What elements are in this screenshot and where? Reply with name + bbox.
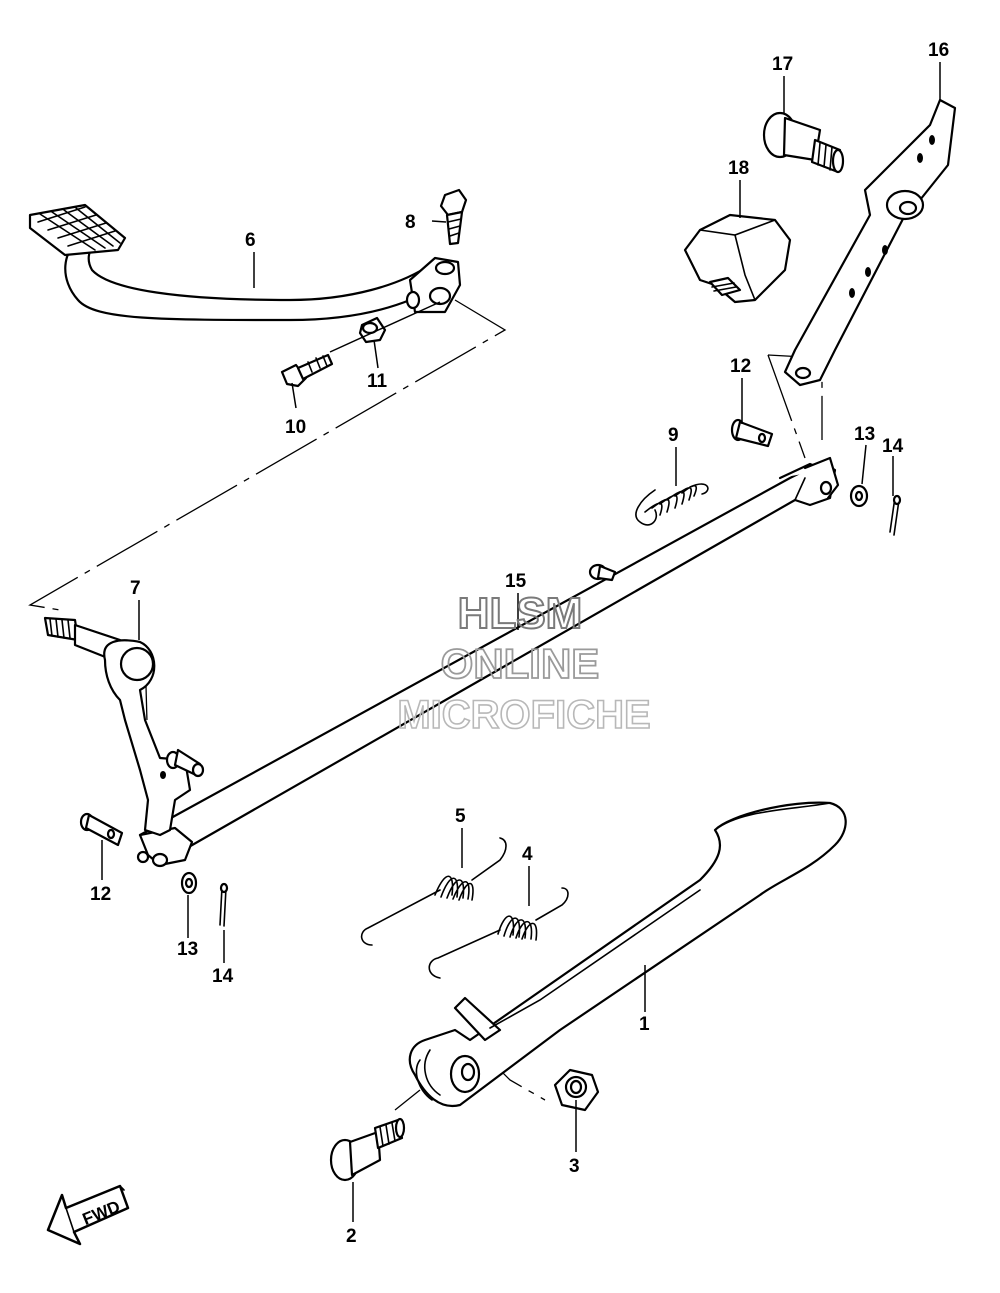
pin-part-12-left bbox=[79, 812, 124, 847]
callout-17: 17 bbox=[772, 54, 793, 75]
cotter-pin-part-14-left bbox=[219, 882, 229, 927]
arm-part-16 bbox=[783, 98, 957, 387]
washer-part-13-right bbox=[849, 484, 869, 508]
spring-part-5 bbox=[360, 837, 507, 946]
callout-7: 7 bbox=[130, 578, 141, 599]
spring-part-9 bbox=[635, 483, 709, 526]
callout-4: 4 bbox=[522, 844, 533, 865]
watermark: HLSM ONLINE MICROFICHE bbox=[397, 588, 652, 738]
callout-12-left: 12 bbox=[90, 884, 111, 905]
callout-11: 11 bbox=[367, 371, 388, 392]
callout-13-right: 13 bbox=[854, 424, 875, 445]
pin-part-12-right bbox=[730, 418, 774, 448]
callout-14-left: 14 bbox=[212, 966, 234, 987]
callout-10: 10 bbox=[285, 417, 306, 438]
callout-labels: 6 8 10 11 17 16 18 12 9 13 14 15 7 5 4 1… bbox=[90, 40, 949, 1247]
callout-5: 5 bbox=[455, 806, 466, 827]
callout-1: 1 bbox=[639, 1014, 650, 1035]
side-stand-part-1 bbox=[408, 801, 847, 1108]
callout-15: 15 bbox=[505, 571, 527, 592]
pivot-bolt-part-2 bbox=[329, 1117, 406, 1182]
bolt-part-8 bbox=[439, 188, 468, 246]
spring-part-4 bbox=[428, 887, 569, 979]
callout-3: 3 bbox=[569, 1156, 580, 1177]
nut-part-3 bbox=[553, 1068, 600, 1112]
callout-14-right: 14 bbox=[882, 436, 904, 457]
watermark-line-1: HLSM bbox=[458, 589, 583, 638]
stud-on-rod bbox=[588, 563, 617, 582]
callout-9: 9 bbox=[668, 425, 679, 446]
callout-13-left: 13 bbox=[177, 939, 198, 960]
callout-2: 2 bbox=[346, 1226, 357, 1247]
brake-pedal-part-6 bbox=[28, 203, 462, 322]
bolt-part-10 bbox=[280, 301, 441, 388]
cover-part-18 bbox=[683, 213, 792, 304]
watermark-line-3: MICROFICHE bbox=[397, 693, 650, 737]
callout-6: 6 bbox=[245, 230, 256, 251]
callout-16: 16 bbox=[928, 40, 949, 61]
callout-12-right: 12 bbox=[730, 356, 751, 377]
fwd-arrow-icon bbox=[46, 1184, 130, 1246]
cotter-pin-part-14-right bbox=[889, 494, 902, 536]
pivot-bolt-part-17 bbox=[762, 111, 845, 174]
callout-18: 18 bbox=[728, 158, 749, 179]
fwd-direction-badge: FWD bbox=[46, 1184, 130, 1246]
lever-part-7 bbox=[43, 616, 205, 837]
rod-part-15 bbox=[136, 456, 840, 868]
leader-lines bbox=[101, 62, 941, 1222]
watermark-line-2: ONLINE bbox=[441, 640, 600, 687]
collar-part-11 bbox=[358, 316, 387, 344]
washer-part-13-left bbox=[180, 871, 198, 895]
callout-8: 8 bbox=[405, 212, 416, 233]
